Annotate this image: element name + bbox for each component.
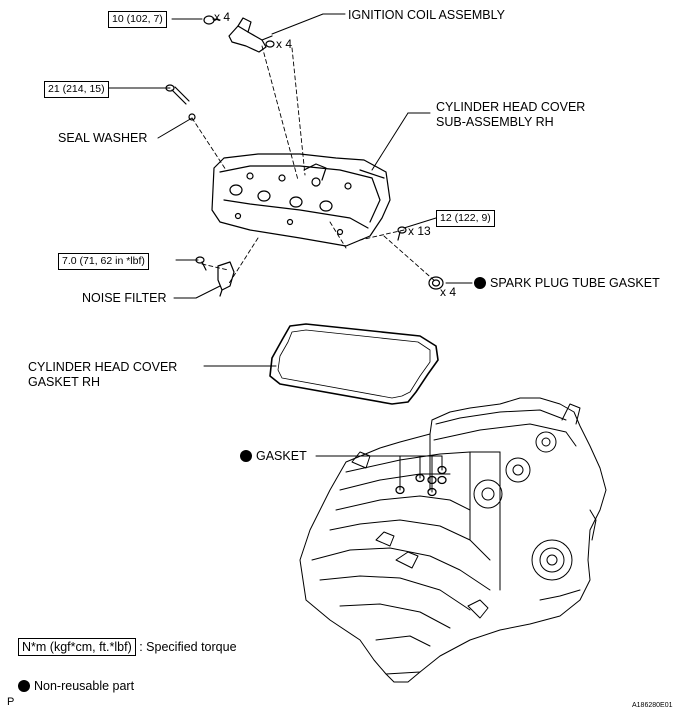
legend-torque-desc: : Specified torque <box>139 640 237 654</box>
leader-lines <box>107 13 473 493</box>
label-cover-gasket-1: CYLINDER HEAD COVER <box>28 360 178 374</box>
label-noise-filter: NOISE FILTER <box>82 291 167 305</box>
cylinder-head-cover-drawing <box>211 153 391 247</box>
nonreusable-dot-icon <box>18 680 30 692</box>
torque-coil-bolt: 10 (102, 7) <box>108 11 167 28</box>
nonreusable-dot-icon <box>474 277 486 289</box>
cover-gasket-drawing <box>269 323 439 405</box>
nonreusable-dot-icon <box>240 450 252 462</box>
qty-coils: x 4 <box>276 37 293 51</box>
qty-coil-bolts: x 4 <box>214 10 231 24</box>
label-spark-plug-tube-gasket: SPARK PLUG TUBE GASKET <box>474 276 660 291</box>
torque-stud-bolt: 21 (214, 15) <box>44 81 109 98</box>
qty-tube-gaskets: x 4 <box>440 285 457 299</box>
legend-torque-unit: N*m (kgf*cm, ft.*lbf) <box>18 638 136 656</box>
label-head-cover-1: CYLINDER HEAD COVER <box>436 100 586 114</box>
legend-nonreusable: Non-reusable part <box>18 679 134 694</box>
label-cover-gasket-2: GASKET RH <box>28 375 101 389</box>
figure-id: A186280E01 <box>632 702 673 709</box>
spark-plug-tube-gasket-drawing <box>428 276 444 290</box>
head-cover-bolt-drawing <box>397 226 407 241</box>
footer-mark: P <box>7 696 15 708</box>
label-spark-plug-tube-gasket-text: SPARK PLUG TUBE GASKET <box>490 276 660 290</box>
qty-head-cover-bolts: x 13 <box>408 224 431 238</box>
noise-filter-drawing <box>195 256 235 297</box>
engine-gaskets-drawing <box>395 465 447 497</box>
stud-bolt-drawing <box>165 84 196 121</box>
label-seal-washer: SEAL WASHER <box>58 131 148 145</box>
label-ignition-coil: IGNITION COIL ASSEMBLY <box>348 8 505 22</box>
label-gasket-text: GASKET <box>256 449 307 463</box>
label-head-cover-2: SUB-ASSEMBLY RH <box>436 115 554 129</box>
ignition-coil-drawing <box>203 15 275 53</box>
legend-nonreusable-text: Non-reusable part <box>34 679 135 693</box>
torque-head-cover-bolt: 12 (122, 9) <box>436 210 495 227</box>
legend-torque: N*m (kgf*cm, ft.*lbf) : Specified torque <box>18 638 237 656</box>
torque-noise-filter-bolt: 7.0 (71, 62 in *lbf) <box>58 253 149 270</box>
label-gasket: GASKET <box>240 449 307 464</box>
engine-drawing <box>299 397 607 683</box>
